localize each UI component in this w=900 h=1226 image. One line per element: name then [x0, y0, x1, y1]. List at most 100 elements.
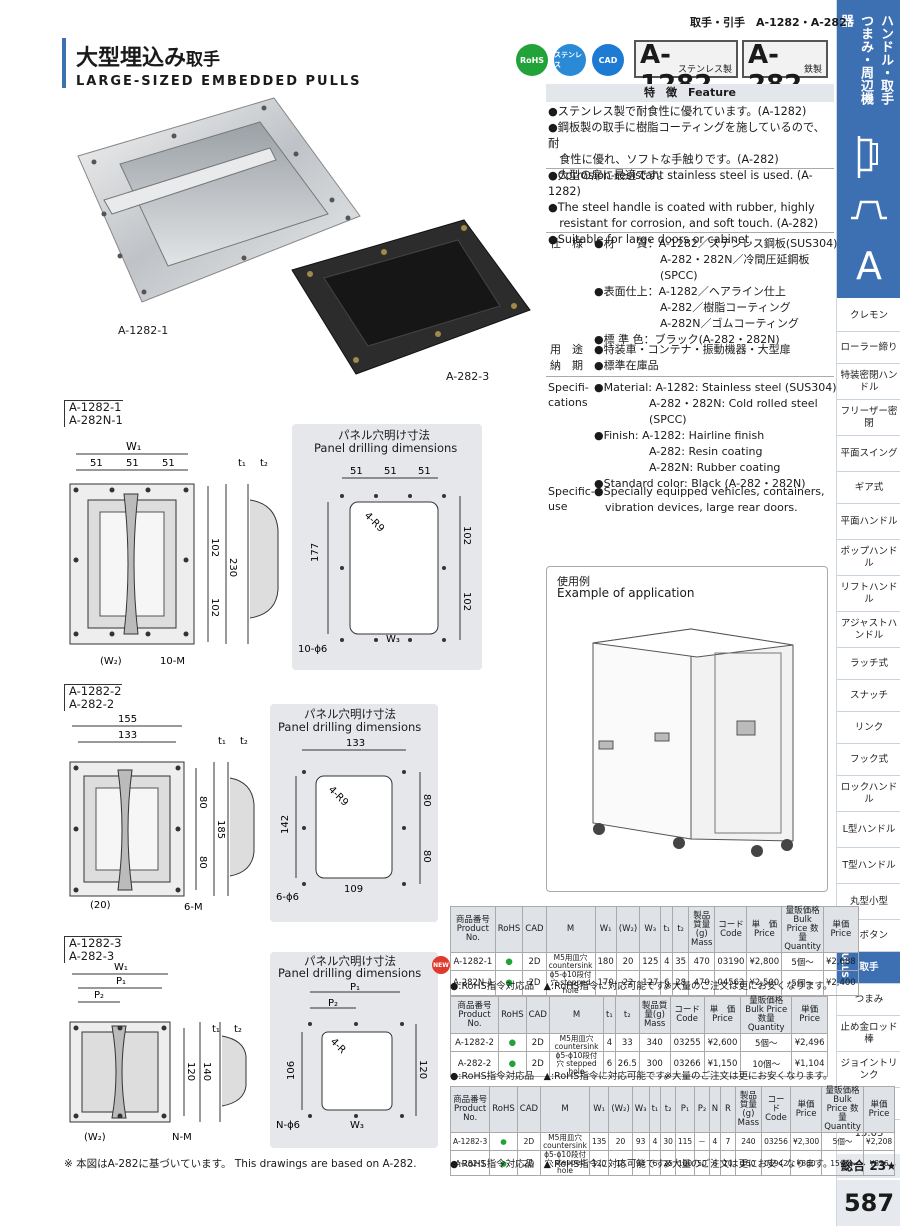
table-header: t₂	[614, 996, 640, 1034]
dim-102: 102	[209, 598, 220, 617]
table-cell: 03266	[669, 1051, 705, 1077]
spec-material-block: ●材 質：A-1282／ステンレス鋼板(SUS304) A-282・282N／冷…	[594, 236, 837, 348]
table-cell: ¥2,688	[822, 952, 859, 971]
table-header: (W₂)	[608, 1086, 633, 1133]
table-cell: 4	[708, 1132, 722, 1151]
dim-109: 109	[344, 884, 363, 895]
photo-caption: A-282-3	[446, 370, 490, 383]
table-header: M	[548, 996, 605, 1034]
sidebar-letter: A	[856, 244, 882, 288]
sidebar-item[interactable]: ローラー締り	[837, 332, 900, 364]
sidebar-item[interactable]: 止め金ロッド棒	[837, 1016, 900, 1052]
sidebar-item[interactable]: アジャストハンドル	[837, 612, 900, 648]
divider	[546, 232, 834, 233]
drawing-label-line: A-1282-1	[69, 400, 122, 414]
dim-80: 80	[421, 850, 432, 863]
sidebar-item[interactable]: フック式	[837, 744, 900, 776]
sidebar-item[interactable]: 丸型小型	[837, 884, 900, 920]
sidebar-item[interactable]: L型ハンドル	[837, 812, 900, 848]
table-cell: ●	[498, 1051, 527, 1077]
feature-line: ●鋼板製の取手に樹脂コーティングを施しているので、耐	[548, 121, 825, 150]
dim-133: 133	[346, 738, 365, 749]
table-cell: 5個～	[781, 970, 824, 996]
sidebar-title: ハンドル・取手 つまみ・周辺機器	[838, 14, 893, 105]
table-cell: 135	[588, 1132, 610, 1151]
sidebar-item[interactable]: リフトハンドル	[837, 576, 900, 612]
features-en: ●Corrosion-resistant stainless steel is …	[548, 168, 834, 248]
code-box-a282: A-282 鉄製	[742, 40, 828, 100]
table-cell: ¥1,104	[791, 1051, 828, 1077]
table-header: 単価 Price	[822, 906, 859, 953]
drawing-1-front: W₁ 51 51 51 102 102 230 t₁ t₂ (W₂) 10-M	[69, 440, 279, 667]
code-box-a1282: A-1282 ステンレス製	[634, 40, 738, 100]
dim-120: 120	[417, 1060, 428, 1079]
dim-51: 51	[384, 466, 397, 477]
sidebar-header: ハンドル・取手 つまみ・周辺機器 A	[837, 0, 900, 298]
table-header: コード Code	[761, 1086, 791, 1133]
sidebar-item[interactable]: ラッチ式	[837, 648, 900, 680]
table-header: 単価 Price	[789, 1086, 823, 1133]
spec-label: 納 期	[550, 359, 583, 372]
dim-20: (20)	[90, 900, 111, 911]
bulk-note: ※大量のご注文は更にお安くなります。	[664, 1071, 833, 1082]
dim-t1: t₁	[212, 1024, 220, 1035]
table-header: W₁	[588, 1086, 610, 1133]
dim-185: 185	[215, 820, 226, 839]
dim-t2: t₂	[234, 1024, 242, 1035]
table-cell: M5用皿穴 countersink	[548, 1033, 605, 1052]
page-number: 587	[837, 1180, 900, 1226]
table-cell: ϕ5-ϕ10段付穴 stepped hole	[548, 1051, 605, 1077]
dim-t2: t₂	[240, 736, 248, 747]
table-cell: 03255	[669, 1033, 705, 1052]
table-header: M	[545, 906, 596, 953]
dim-w3: W₃	[386, 634, 400, 645]
table-cell: 5個～	[821, 1132, 864, 1151]
sidebar-item[interactable]: ギア式	[837, 472, 900, 504]
dim-m: N-M	[172, 1132, 192, 1143]
table-cell: ¥2,496	[791, 1033, 828, 1052]
handle-icon	[857, 136, 878, 178]
table-cell: A-1282-2	[449, 1033, 500, 1052]
table-header: コード Code	[714, 906, 748, 953]
spec-label: 用 途	[550, 343, 583, 356]
sidebar-item[interactable]: 平面ハンドル	[837, 504, 900, 540]
code-a282-material: 鉄製	[803, 65, 822, 75]
dim-230: 230	[227, 558, 238, 577]
table-cell: 2D	[522, 970, 547, 996]
dim-133: 133	[118, 730, 137, 741]
sidebar-item[interactable]: 平面スイング	[837, 436, 900, 472]
sidebar-item[interactable]: フリーザー密閉	[837, 400, 900, 436]
table-cell: ¥1,150	[703, 1051, 742, 1077]
table-header: CAD	[522, 906, 547, 953]
table-cell: 300	[638, 1051, 671, 1077]
sidebar-item[interactable]: リンク	[837, 712, 900, 744]
new-badge: NEW	[432, 956, 450, 974]
table-header: コード Code	[669, 996, 705, 1034]
application-title-jp: 使用例	[557, 575, 590, 588]
sidebar-item[interactable]: 特装密閉ハンドル	[837, 364, 900, 400]
sidebar-item[interactable]: ポップハンドル	[837, 540, 900, 576]
rohs-legend: ●:RoHS指令対応品 ▲:RoHS指令に対応可能です。	[450, 1159, 674, 1170]
table-header: 製品質量(g) Mass	[638, 996, 671, 1034]
table-cell: ●	[489, 1132, 518, 1151]
table-cell: 127	[639, 970, 662, 996]
table-header: 製品質量(g) Mass	[734, 1086, 763, 1133]
bulk-note: ※大量のご注文は更にお安くなります。	[664, 1159, 833, 1170]
table-cell: 2D	[516, 1150, 542, 1176]
panel-title-jp: パネル穴明け寸法	[338, 428, 430, 442]
table-cell: 2D	[525, 1051, 550, 1077]
divider	[546, 168, 834, 169]
sidebar-item[interactable]: ジョイントリンク	[837, 1052, 900, 1088]
sidebar-item[interactable]: ロックハンドル	[837, 776, 900, 812]
table-header: 量販価格 Bulk Price 数量 Quantity	[740, 996, 793, 1034]
sidebar-item[interactable]: スナッチ	[837, 680, 900, 712]
sidebar-item[interactable]: 押ボタン	[837, 920, 900, 952]
sidebar-item[interactable]: クレモン	[837, 300, 900, 332]
sidebar-item[interactable]: T型ハンドル	[837, 848, 900, 884]
table-cell: 115	[674, 1132, 696, 1151]
sidebar-item[interactable]: つまみ	[837, 984, 900, 1016]
table-cell: ¥2,600	[703, 1033, 742, 1052]
spec-line: A-282・282N: Cold rolled steel	[594, 397, 818, 410]
table-cell: 5個～	[740, 1033, 793, 1052]
